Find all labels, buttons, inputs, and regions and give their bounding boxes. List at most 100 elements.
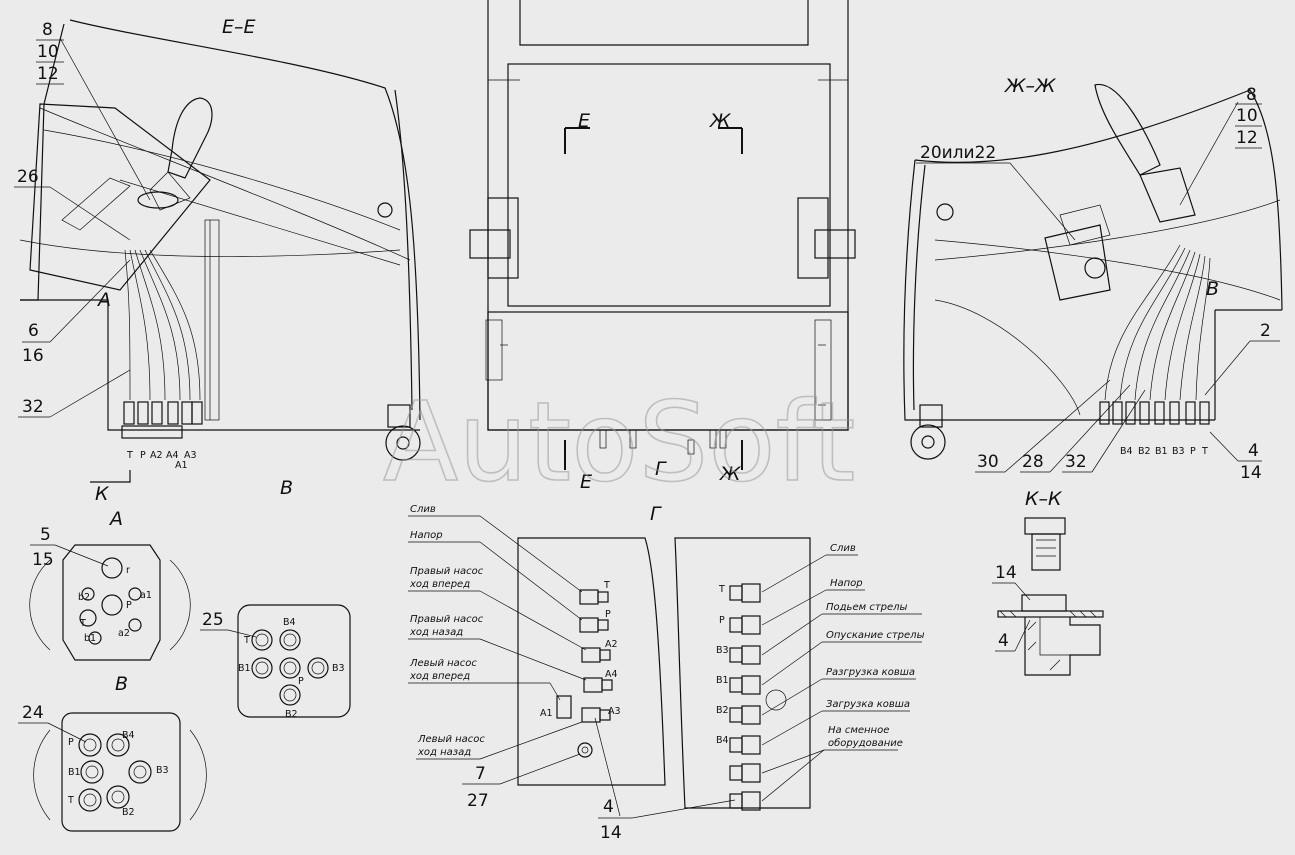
svg-text:B1: B1 [1155, 446, 1168, 457]
svg-text:T: T [603, 580, 610, 591]
svg-text:B1: B1 [68, 767, 81, 778]
svg-text:T: T [126, 450, 133, 461]
svg-text:Слив: Слив [410, 504, 436, 515]
svg-text:B1: B1 [238, 663, 251, 674]
section-kk-title: К–К [1025, 488, 1063, 510]
callout-5: 5 [40, 525, 51, 545]
svg-text:T: T [1201, 446, 1208, 457]
top-fittings [599, 429, 727, 455]
svg-text:A2: A2 [605, 639, 618, 650]
callout-32-right: 32 [1065, 452, 1087, 472]
svg-text:Правый насос: Правый насос [410, 566, 484, 577]
svg-text:Левый насос: Левый насос [409, 658, 477, 669]
svg-text:T: T [67, 795, 74, 806]
svg-text:r: r [126, 565, 130, 576]
mark-v-right: В [1206, 278, 1219, 300]
callout-7: 7 [475, 764, 486, 784]
svg-text:Правый насос: Правый насос [410, 614, 484, 625]
svg-text:P: P [605, 609, 611, 620]
callout-14-g: 14 [600, 823, 622, 843]
svg-text:a2: a2 [118, 628, 130, 639]
callout-10: 10 [37, 42, 59, 62]
view-25: B4 T B1 P B3 B2 25 [200, 604, 351, 720]
cut-zh-top: Ж [709, 110, 732, 132]
callout-6: 6 [28, 321, 39, 341]
zhzh-port-labels: B4 B2 B1 B3 P T [1120, 446, 1208, 457]
callout-8-right: 8 [1246, 85, 1257, 105]
svg-text:P: P [68, 737, 74, 748]
svg-text:a1: a1 [140, 590, 152, 601]
callout-30: 30 [977, 452, 999, 472]
svg-text:Опускание стрелы: Опускание стрелы [826, 630, 925, 641]
callout-8: 8 [42, 20, 53, 40]
svg-text:Загрузка ковша: Загрузка ковша [826, 699, 910, 710]
callout-15: 15 [32, 550, 54, 570]
view-b: В P B4 B1 B3 T B2 24 [18, 673, 207, 832]
cut-e-top: Е [578, 110, 590, 132]
mark-a: А [96, 289, 111, 311]
cut-g-bottom: Г [655, 458, 667, 480]
svg-text:A1: A1 [540, 708, 553, 719]
svg-text:b2: b2 [78, 592, 90, 603]
svg-text:B3: B3 [716, 645, 729, 656]
view-b-title: В [115, 673, 128, 695]
svg-text:ход назад: ход назад [409, 627, 463, 638]
svg-text:B4: B4 [1120, 446, 1133, 457]
svg-text:B3: B3 [156, 765, 169, 776]
g-left-fittings [556, 589, 613, 758]
section-ee-view: Е–Е [14, 16, 421, 505]
g-right-ports: T P B3 B1 B2 B4 [716, 584, 729, 746]
callout-12: 12 [37, 64, 59, 84]
svg-text:B3: B3 [332, 663, 345, 674]
svg-text:ход вперед: ход вперед [409, 579, 470, 590]
svg-text:Подьем стрелы: Подьем стрелы [826, 602, 908, 613]
callout-4-kk: 4 [998, 631, 1009, 651]
svg-text:оборудование: оборудование [828, 737, 903, 749]
view-25-port-labels: B4 T B1 P B3 B2 [238, 617, 345, 720]
view-a: А T P a1 a2 b1 b2 r 5 15 [29, 508, 191, 661]
svg-text:B4: B4 [122, 730, 135, 741]
callout-10-right: 10 [1236, 106, 1258, 126]
ee-fittings [121, 401, 203, 439]
svg-text:B3: B3 [1172, 446, 1185, 457]
callout-26: 26 [17, 167, 39, 187]
view-g: Г Слив Напор Правый насос ход вперед Пра… [408, 503, 925, 843]
mark-v: В [280, 477, 293, 499]
svg-text:A1: A1 [175, 460, 188, 471]
callout-20-22: 20или22 [920, 143, 996, 163]
ee-port-labels: T P A2 A4 A3 A1 [126, 450, 197, 471]
svg-text:A2: A2 [150, 450, 163, 461]
svg-text:Разгрузка ковша: Разгрузка ковша [826, 667, 915, 678]
section-zhzh-title: Ж–Ж [1004, 75, 1057, 97]
section-kk: К–К 14 4 [992, 488, 1104, 676]
svg-text:ход назад: ход назад [417, 747, 471, 758]
zhzh-fittings [1099, 401, 1210, 425]
callout-4-g: 4 [603, 797, 614, 817]
svg-text:B2: B2 [1138, 446, 1151, 457]
svg-text:P: P [1190, 446, 1196, 457]
view-a-port-labels: T P a1 a2 b1 b2 r [78, 565, 152, 644]
section-zhzh-view: Ж–Ж [903, 75, 1283, 483]
callout-12-right: 12 [1236, 128, 1258, 148]
callout-27: 27 [467, 791, 489, 811]
svg-text:P: P [126, 600, 132, 611]
callout-4-right: 4 [1248, 441, 1259, 461]
svg-text:A3: A3 [608, 706, 621, 717]
mark-k: К [95, 483, 110, 505]
callout-2: 2 [1260, 321, 1271, 341]
svg-text:B4: B4 [716, 735, 729, 746]
svg-text:T: T [718, 584, 725, 595]
callout-25: 25 [202, 610, 224, 630]
callout-14-right: 14 [1240, 463, 1262, 483]
top-view: Е Ж Е Г Ж [469, 0, 856, 493]
section-ee-title: Е–Е [222, 16, 256, 38]
view-a-title: А [108, 508, 123, 530]
svg-text:P: P [719, 615, 725, 626]
watermark: AutoSoft [383, 378, 855, 506]
svg-text:Слив: Слив [830, 543, 856, 554]
callout-14-kk: 14 [995, 563, 1017, 583]
svg-text:P: P [298, 676, 304, 687]
svg-text:A3: A3 [184, 450, 197, 461]
